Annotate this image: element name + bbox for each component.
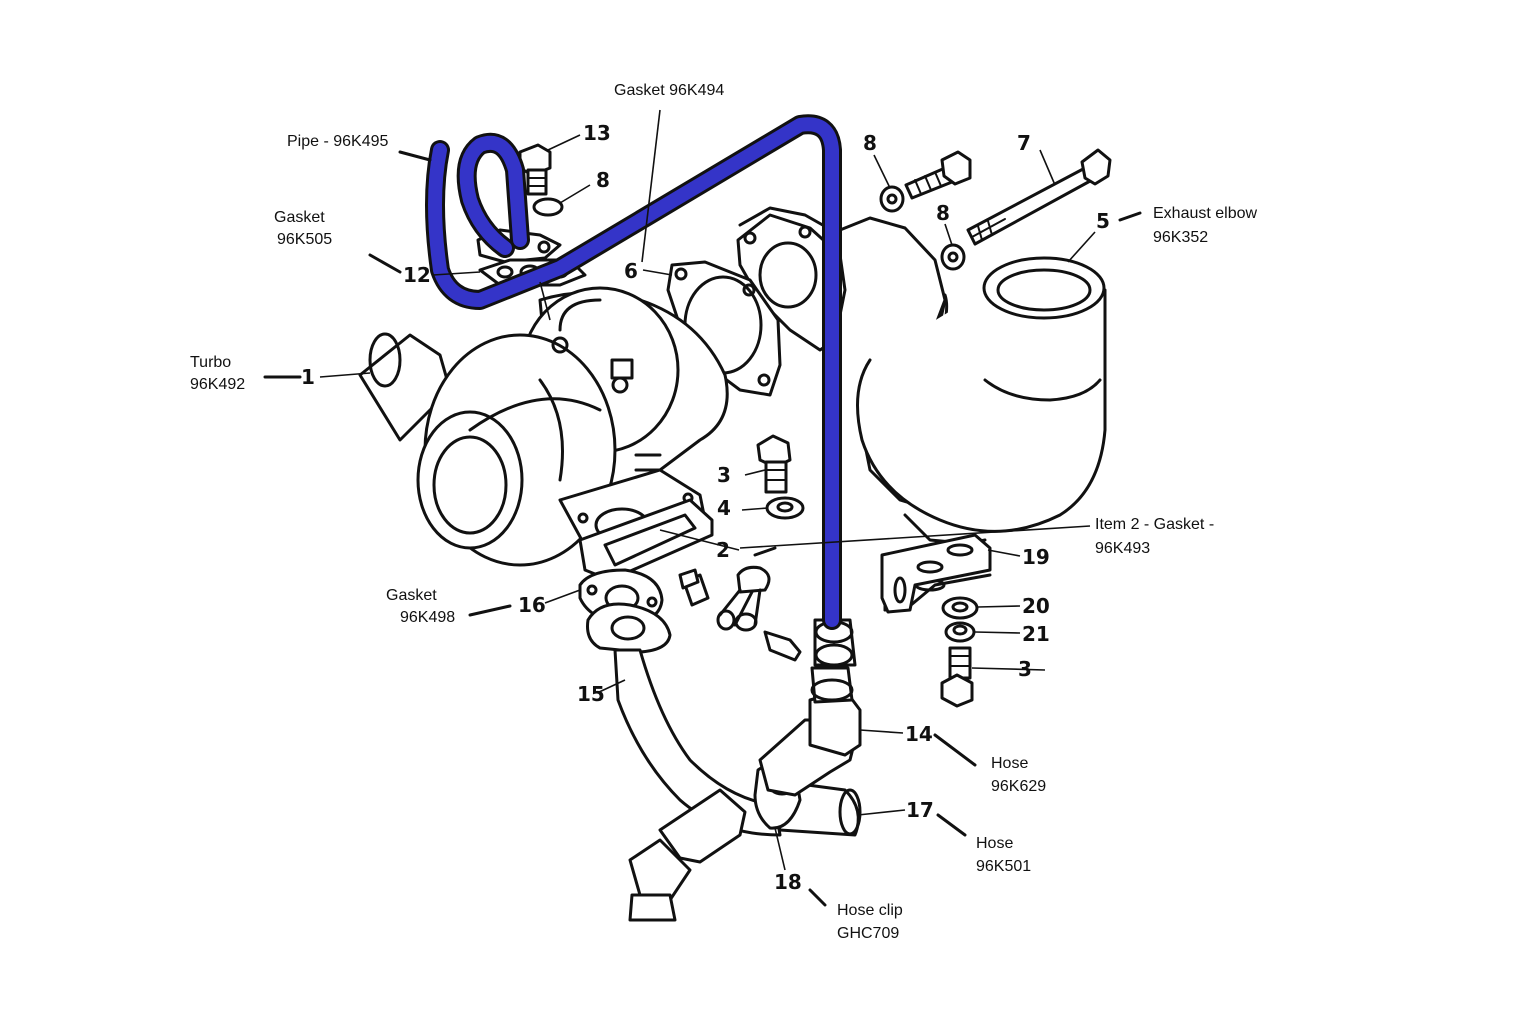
pipe-96k495-highlight	[425, 114, 842, 630]
bolt-13-part	[518, 143, 552, 196]
bolt-3-right-part	[940, 646, 974, 708]
stud-and-clip-part	[678, 565, 802, 662]
bolt-8-part	[879, 150, 972, 213]
callout-15: 15	[577, 682, 605, 706]
washer-4-part	[765, 496, 805, 520]
callout-7: 7	[1017, 131, 1031, 155]
callout-16: 16	[518, 593, 546, 617]
callout-20: 20	[1022, 594, 1050, 618]
oil-drain-pipe-part	[586, 602, 782, 922]
callout-1: 1	[301, 365, 315, 389]
label-turbo-line1: Turbo	[190, 354, 231, 371]
callout-5: 5	[1096, 209, 1110, 233]
pipe-fittings-part	[813, 618, 857, 667]
callout-6: 6	[624, 259, 638, 283]
callout-3-middle: 3	[717, 463, 731, 487]
washer-8-top-part	[532, 197, 564, 217]
callout-14: 14	[905, 722, 933, 746]
leader-lines	[263, 109, 1142, 907]
label-hose-96k501-line1: Hose	[976, 835, 1013, 852]
label-exhaust-elbow-line1: Exhaust elbow	[1153, 205, 1258, 222]
callout-4: 4	[717, 496, 731, 520]
label-gasket-96k498-line1: Gasket	[386, 587, 437, 604]
bracket-19-part	[880, 533, 992, 614]
callout-19: 19	[1022, 545, 1050, 569]
label-item2-gasket-line2: 96K493	[1095, 540, 1150, 557]
turbo-body-part	[358, 286, 729, 567]
callout-8-right: 8	[936, 201, 950, 225]
label-exhaust-elbow-line2: 96K352	[1153, 229, 1208, 246]
hose-14-part	[758, 666, 862, 797]
label-gasket-96k505-line1: Gasket	[274, 209, 325, 226]
callout-numbers: 1 2 3 3 4 5 6 7 8 8 8 12 13 14 15 16 17 …	[301, 121, 1110, 894]
bolt-7-part	[940, 148, 1112, 271]
washers-20-21-part	[941, 596, 979, 643]
callout-8-top: 8	[863, 131, 877, 155]
label-hose-clip-line2: GHC709	[837, 925, 899, 942]
label-gasket-96k505-line2: 96K505	[277, 231, 332, 248]
callout-3-right: 3	[1018, 657, 1032, 681]
callout-18: 18	[774, 870, 802, 894]
callout-12: 12	[403, 263, 431, 287]
callout-13: 13	[583, 121, 611, 145]
gasket-2-part	[578, 498, 714, 582]
label-pipe-96k495: Pipe - 96K495	[287, 133, 389, 150]
label-hose-96k629-line2: 96K629	[991, 778, 1046, 795]
label-turbo-line2: 96K492	[190, 376, 245, 393]
label-hose-clip-line1: Hose clip	[837, 902, 903, 919]
label-hose-96k629-line1: Hose	[991, 755, 1028, 772]
callout-17: 17	[906, 798, 934, 822]
callout-2: 2	[716, 538, 730, 562]
annotations: Gasket 96K494 Pipe - 96K495 Gasket 96K50…	[190, 82, 1258, 942]
label-hose-96k501-line2: 96K501	[976, 858, 1031, 875]
callout-21: 21	[1022, 622, 1050, 646]
bolt-3-middle-part	[756, 434, 792, 494]
label-gasket-96k494: Gasket 96K494	[614, 82, 724, 99]
callout-8-left: 8	[596, 168, 610, 192]
label-item2-gasket-line1: Item 2 - Gasket -	[1095, 516, 1214, 533]
label-gasket-96k498-line2: 96K498	[400, 609, 455, 626]
